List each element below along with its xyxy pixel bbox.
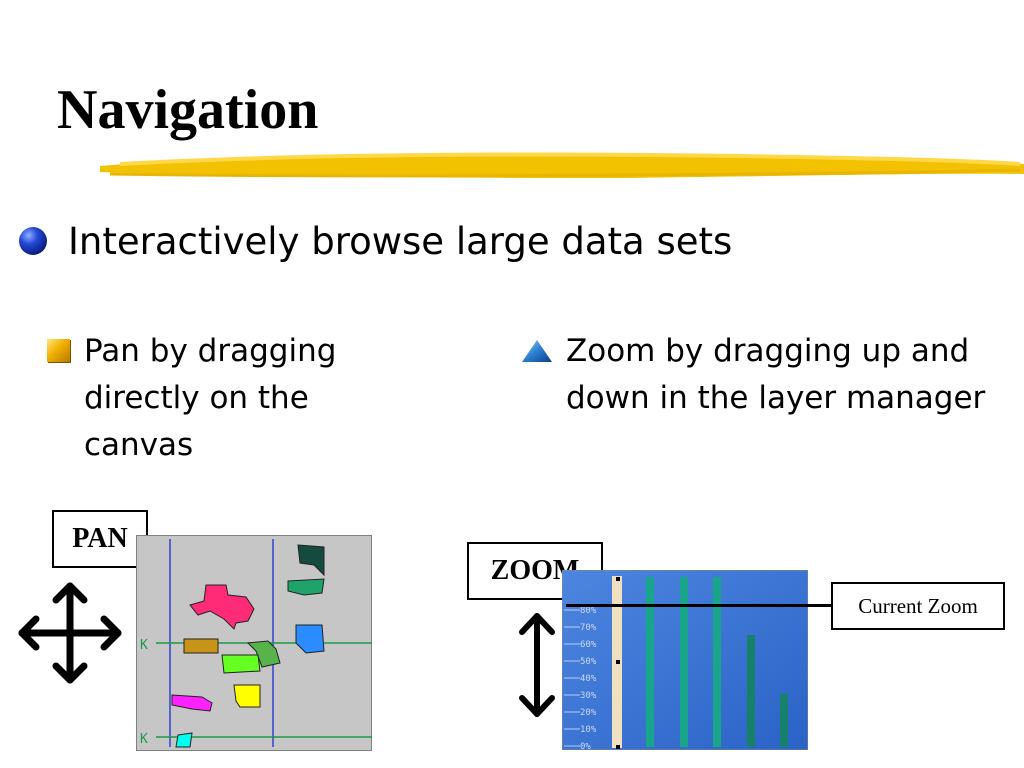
tick-label: 70% — [580, 623, 597, 633]
title-underline — [100, 152, 1024, 178]
canvas-marker-2: K — [140, 732, 148, 747]
tick-label: 20% — [580, 708, 597, 718]
current-zoom-label: Current Zoom — [858, 593, 978, 618]
current-zoom-indicator-line — [566, 604, 832, 607]
pan-label-box: PAN — [52, 510, 148, 568]
tick-label: 80% — [580, 606, 597, 616]
tick-label: 40% — [580, 674, 597, 684]
pan-arrows-icon — [18, 582, 122, 684]
circle-bullet-icon — [19, 227, 47, 255]
layer-manager-panel[interactable]: 80% 70% 60% 50% 40% 30% 20% 10% 0% — [562, 570, 808, 750]
pan-bullet-text: Pan by dragging directly on the canvas — [84, 333, 337, 463]
zoom-bullet-text: Zoom by dragging up and down in the laye… — [566, 333, 986, 416]
pan-label: PAN — [72, 523, 128, 554]
layer-bar[interactable] — [646, 577, 654, 747]
tick-label: 50% — [580, 657, 597, 667]
layer-bar[interactable] — [713, 577, 721, 747]
canvas-marker-1: K — [140, 638, 148, 653]
layer-bar[interactable] — [680, 577, 688, 747]
main-bullet-text: Interactively browse large data sets — [68, 220, 733, 263]
zoom-arrows-icon — [519, 613, 555, 717]
square-bullet-icon — [47, 339, 70, 362]
map-canvas[interactable]: K K — [136, 535, 372, 751]
tick-label: 30% — [580, 691, 597, 701]
tick-label: 0% — [580, 742, 591, 750]
tick-label: 10% — [580, 725, 597, 735]
layer-bar[interactable] — [747, 635, 755, 747]
layer-bar[interactable] — [780, 694, 788, 747]
layer-bars — [646, 577, 788, 747]
tick-label: 60% — [580, 640, 597, 650]
slide-title: Navigation — [57, 79, 319, 141]
current-zoom-label-box: Current Zoom — [831, 582, 1005, 630]
triangle-bullet-icon — [522, 340, 552, 362]
